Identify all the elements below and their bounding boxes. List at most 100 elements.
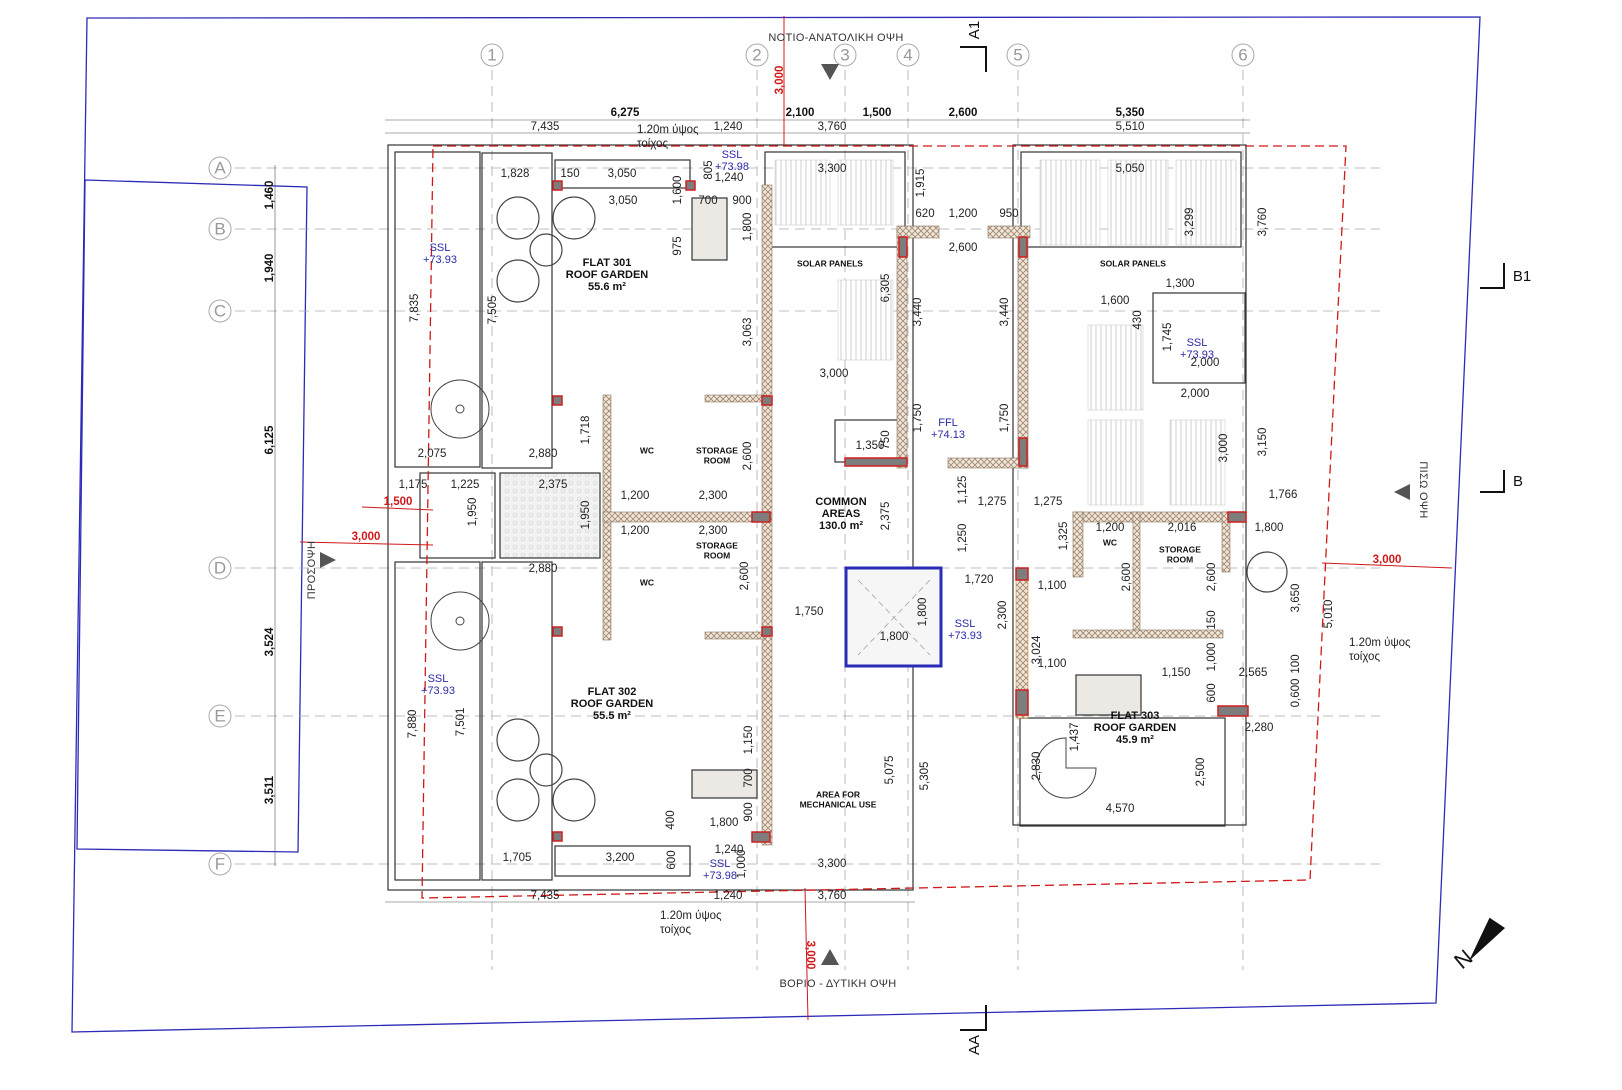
building-walls [387,144,1247,891]
dimension-label: 1,720 [965,574,994,586]
level-marker-label: SSL [710,858,731,870]
level-marker-label: SSL [428,673,449,685]
grid-column-label: 3 [840,46,849,65]
dimension-label: 1,200 [949,208,978,220]
elevation-label-back: ΠΙΣΩ ΟΨΗ [1417,461,1429,518]
dimension-label: 1,000 [1206,643,1218,672]
grid-column-label: 6 [1238,46,1247,65]
level-marker-label: SSL [430,242,451,254]
dimension-label: 3,000 [1373,554,1402,566]
dimension-label: 1,800 [710,817,739,829]
elevation-label-north-west: ΒΟΡΙΟ - ΔΥΤΙΚΗ ΟΨΗ [779,978,896,990]
dimension-label: 750 [880,430,892,449]
solar-panels [774,159,1237,506]
wall-height-note: 1.20m ύψος [660,910,722,922]
level-marker-value: +74.13 [931,429,965,441]
dimension-label: 7,435 [531,121,560,133]
storage-room-label: STORAGE [696,445,738,455]
dimension-label: 1,500 [863,107,892,119]
dimension-label: 3,150 [1257,428,1269,457]
dimension-label: 1,225 [451,479,480,491]
dimension-label: 2,280 [1245,722,1274,734]
level-marker-label: SSL [1187,337,1208,349]
dimension-label: 1,200 [621,525,650,537]
dimension-label: 2,000 [1181,388,1210,400]
dimension-label: 600 [666,850,678,869]
dimension-label: 2,375 [539,479,568,491]
grid-column-label: 4 [903,46,912,65]
dimension-label: 1,600 [672,176,684,205]
storage-room-label: ROOM [704,455,730,465]
dimension-label: 100 [1290,654,1302,673]
lounge-chair-icons [496,196,1288,822]
dimension-label: 3,000 [774,66,786,95]
dimension-label: 1,718 [580,416,592,445]
grid-bubble [208,556,232,580]
dimension-label: 2,300 [997,601,1009,630]
dimension-label: 5,075 [884,756,896,785]
dimension-label: 2,600 [742,442,754,471]
grid-bubble [480,43,504,67]
storage-room-label: STORAGE [696,540,738,550]
dimension-label: 1,125 [957,476,969,505]
dimension-label: 2,565 [1239,667,1268,679]
dimension-label: 3,000 [352,531,381,543]
dimension-label: 620 [915,208,934,220]
grid-row-label: C [214,302,226,321]
adjacent-plot-boundary [76,179,308,853]
dimension-label: 3,050 [609,195,638,207]
spiral-stair-icon [430,379,1097,799]
setback-line [421,145,1347,899]
dimension-label: 1,150 [743,726,755,755]
flat-name: FLAT 302 [588,686,637,698]
wall-height-note: τοίχος [660,924,691,936]
grid-bubble [745,43,769,67]
level-marker-value: +73.98 [715,161,749,173]
dimension-label: 3,063 [742,318,754,347]
storage-room-label: ROOM [1167,554,1193,564]
dimension-label: 3,760 [1257,208,1269,237]
dimension-label: 1,200 [1096,522,1125,534]
dimension-label: 1,250 [957,524,969,553]
grid-row-label: E [214,707,225,726]
level-marker-value: +73.93 [421,685,455,697]
grid-column-label: 2 [752,46,761,65]
dimension-label: 1,800 [1255,522,1284,534]
section-marker-a1: A1 [966,21,983,39]
dimension-label: 1,275 [1034,496,1063,508]
grid-bubble [1006,43,1030,67]
dimension-label: 1,750 [912,404,924,433]
dimension-label: 2,600 [1121,563,1133,592]
level-marker-value: +73.93 [1180,349,1214,361]
wc-label: WC [640,577,654,587]
dimension-label: 1,800 [742,213,754,242]
dimension-label: 3,024 [1031,635,1043,664]
dimension-label: 3,300 [818,858,847,870]
dimension-label: 2,880 [529,448,558,460]
section-marker-b1: B1 [1513,268,1531,285]
dimension-label: 3,650 [1290,584,1302,613]
dimension-label: 1,300 [1166,278,1195,290]
property-boundary [71,16,1481,1033]
grid-bubble [208,156,232,180]
dimension-label: 3,440 [912,298,924,327]
grid-column-label: 5 [1013,46,1022,65]
wc-label: WC [1103,537,1117,547]
dimension-label: 2,880 [529,563,558,575]
dimension-label: 2,375 [880,502,892,531]
dimension-label: 900 [743,802,755,821]
dimension-label: 975 [672,236,684,255]
flat-name: FLAT 301 [583,257,632,269]
grid-row-label: B [214,220,225,239]
dimension-label: 400 [665,810,677,829]
dimension-label: 4,570 [1106,803,1135,815]
dimension-label: 600 [1206,683,1218,702]
room-type: ROOF GARDEN [1094,722,1177,734]
dimension-label: 1,800 [917,598,929,627]
dimension-label: 3,000 [1218,434,1230,463]
dimension-label: 900 [732,195,751,207]
dimension-label: 805 [703,160,715,179]
grid-bubble [208,704,232,728]
dimension-label: 3,299 [1184,208,1196,237]
